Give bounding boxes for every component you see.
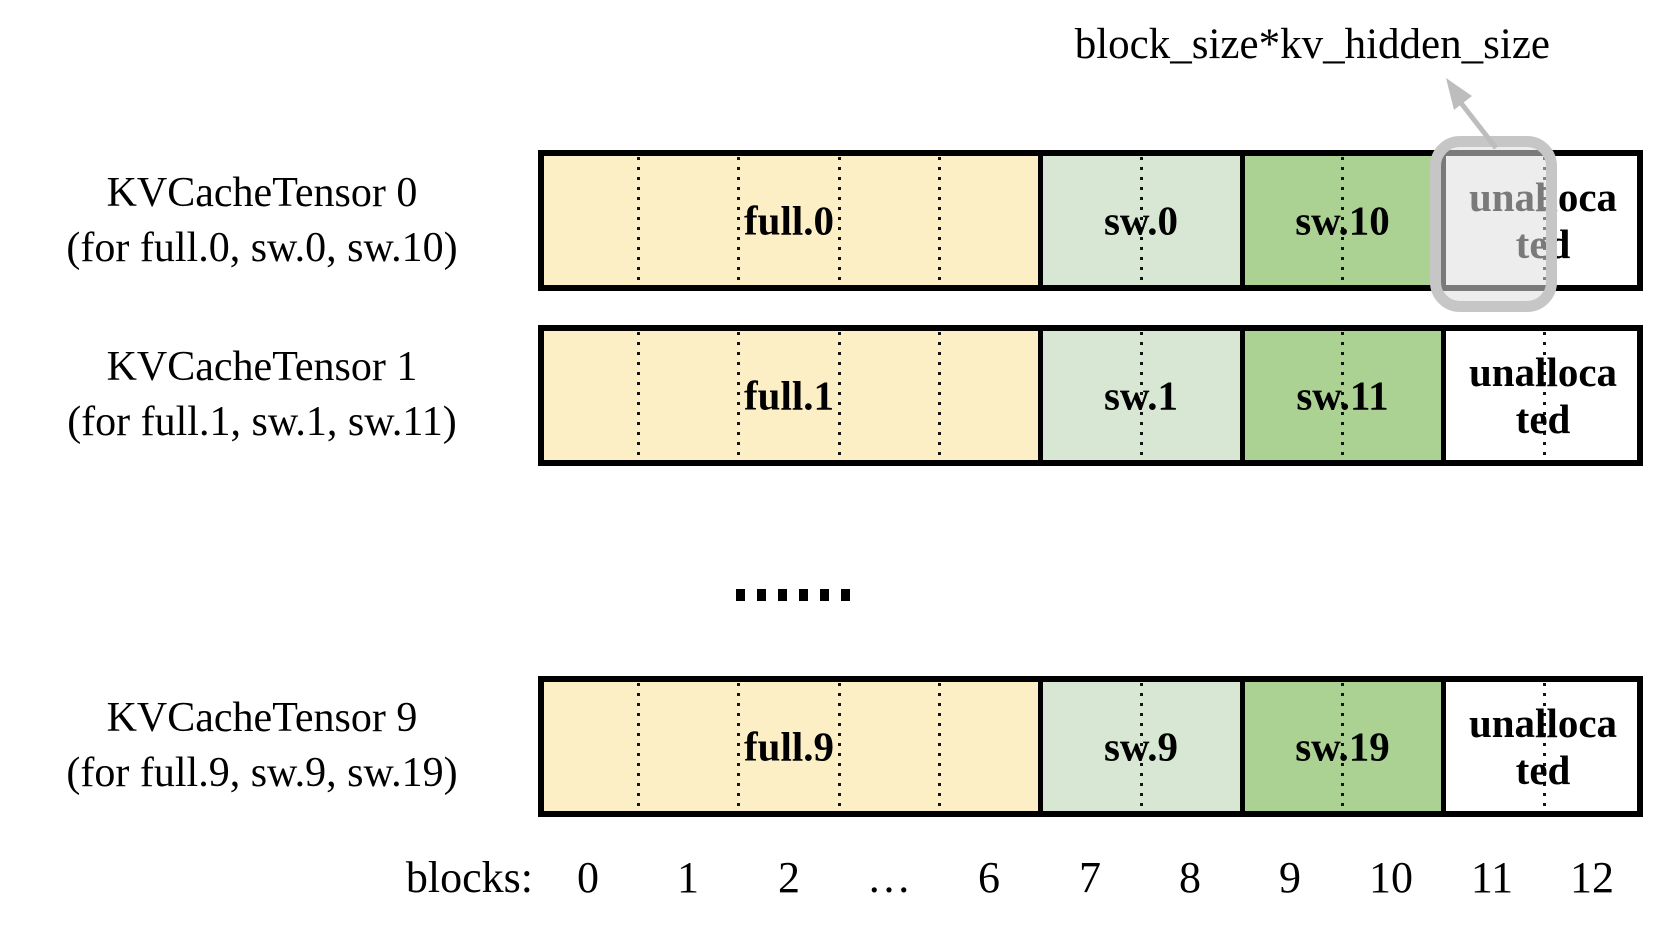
block-divider-dotted — [1543, 683, 1546, 810]
segment-label: full.9 — [744, 723, 834, 769]
segment-label: sw.9 — [1103, 723, 1179, 769]
segment-divider — [1240, 325, 1245, 466]
row-title: KVCacheTensor 9 — [106, 695, 418, 741]
dot — [736, 589, 745, 601]
row-title: KVCacheTensor 0 — [106, 170, 418, 216]
dot — [820, 589, 829, 601]
segment-sw2: sw.11 — [1242, 325, 1443, 466]
block-divider-dotted — [1341, 157, 1344, 284]
block-divider-dotted — [737, 683, 740, 810]
block-divider-dotted — [737, 157, 740, 284]
block-divider-dotted — [838, 683, 841, 810]
segment-divider — [1038, 325, 1043, 466]
unallocated-line1: unalloca — [1468, 699, 1618, 746]
segment-label: sw.10 — [1295, 197, 1390, 243]
segment-divider — [1240, 150, 1245, 291]
axis-tick-11: 11 — [1470, 853, 1514, 902]
block-divider-dotted — [1341, 683, 1344, 810]
segment-full: full.1 — [538, 325, 1040, 466]
block-divider-dotted — [938, 683, 941, 810]
row-label-tensor-9: KVCacheTensor 9 (for full.9, sw.9, sw.19… — [8, 691, 516, 801]
block-divider-dotted — [938, 332, 941, 459]
row-label-tensor-1: KVCacheTensor 1 (for full.1, sw.1, sw.11… — [8, 340, 516, 450]
segment-divider — [1441, 676, 1446, 817]
row-title: KVCacheTensor 1 — [106, 344, 418, 390]
segment-divider — [1038, 676, 1043, 817]
segment-sw: sw.9 — [1040, 676, 1242, 817]
segment-label: sw.0 — [1103, 197, 1179, 243]
segment-divider — [1441, 325, 1446, 466]
rows-continuation-ellipsis — [736, 589, 850, 601]
segment-label: full.0 — [744, 197, 834, 243]
dot — [757, 589, 766, 601]
blocks-axis-label: blocks: — [405, 853, 533, 902]
block-divider-dotted — [1543, 332, 1546, 459]
axis-tick-9: 9 — [1279, 853, 1301, 902]
segment-full: full.0 — [538, 150, 1040, 291]
row-scope: (for full.9, sw.9, sw.19) — [66, 750, 458, 796]
unallocated-line1: unalloca — [1468, 348, 1618, 395]
axis-tick-10: 10 — [1369, 853, 1413, 902]
axis-tick-8: 8 — [1179, 853, 1201, 902]
block-divider-dotted — [1140, 683, 1143, 810]
dot — [778, 589, 787, 601]
row-scope: (for full.0, sw.0, sw.10) — [66, 225, 458, 271]
row-label-tensor-0: KVCacheTensor 0 (for full.0, sw.0, sw.10… — [8, 166, 516, 276]
block-size-annotation: block_size*kv_hidden_size — [1074, 21, 1550, 68]
axis-tick-7: 7 — [1079, 853, 1101, 902]
block-divider-dotted — [838, 157, 841, 284]
dot — [799, 589, 808, 601]
segment-label: sw.11 — [1296, 372, 1389, 418]
segment-full: full.9 — [538, 676, 1040, 817]
block-divider-dotted — [1140, 157, 1143, 284]
segment-label: full.1 — [744, 372, 834, 418]
block-divider-dotted — [637, 332, 640, 459]
block-divider-dotted — [838, 332, 841, 459]
axis-tick-12: 12 — [1570, 853, 1614, 902]
block-divider-dotted — [637, 157, 640, 284]
unallocated-line2: ted — [1515, 746, 1571, 793]
block-size-highlight-box — [1430, 136, 1557, 312]
segment-sw: sw.1 — [1040, 325, 1242, 466]
block-divider-dotted — [938, 157, 941, 284]
axis-tick-6: 6 — [978, 853, 1000, 902]
unallocated-line2: ted — [1515, 395, 1571, 442]
dot — [841, 589, 850, 601]
block-divider-dotted — [737, 332, 740, 459]
segment-label: sw.1 — [1103, 372, 1179, 418]
block-divider-dotted — [1140, 332, 1143, 459]
axis-tick-ellipsis: … — [867, 853, 911, 902]
axis-tick-0: 0 — [577, 853, 599, 902]
segment-divider — [1240, 676, 1245, 817]
segment-sw2: sw.10 — [1242, 150, 1443, 291]
segment-sw2: sw.19 — [1242, 676, 1443, 817]
segment-label: sw.19 — [1295, 723, 1390, 769]
axis-tick-2: 2 — [778, 853, 800, 902]
block-divider-dotted — [1341, 332, 1344, 459]
segment-divider — [1038, 150, 1043, 291]
row-scope: (for full.1, sw.1, sw.11) — [67, 399, 457, 445]
segment-sw: sw.0 — [1040, 150, 1242, 291]
block-divider-dotted — [637, 683, 640, 810]
axis-tick-1: 1 — [677, 853, 699, 902]
